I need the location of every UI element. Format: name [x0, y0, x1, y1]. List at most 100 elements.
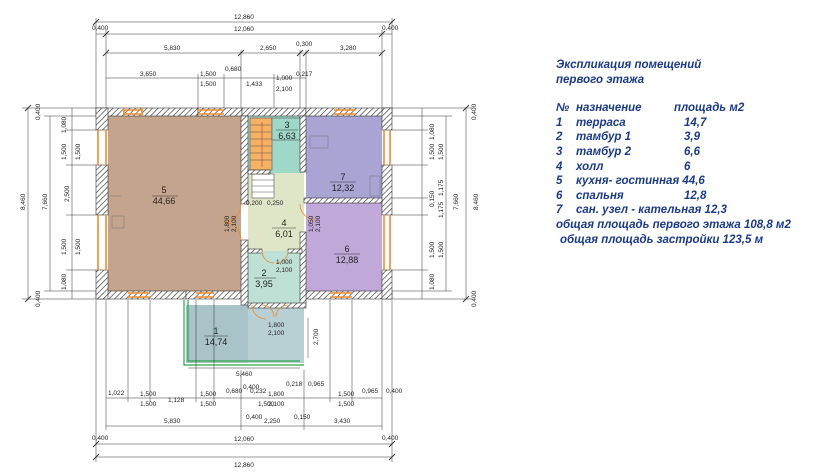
row-num: 1 [556, 116, 563, 129]
explication-title-2: первого этажа [556, 73, 645, 86]
total-floor-area: общая площадь первого этажа 108,8 м2 [556, 218, 821, 233]
dim-bot-r2-1: 1,500 [140, 391, 157, 398]
room-1-fill [186, 305, 248, 363]
dim-top-r1-2: 0,300 [296, 41, 313, 48]
dim-left-b0: 1,500 [75, 143, 82, 160]
row-name: кухня- гостинная 44,6 [576, 175, 705, 188]
explication-row: 1 терраса 14,7 [556, 116, 821, 131]
explication-row: 6 спальня 12,8 [556, 189, 821, 204]
svg-text:3: 3 [284, 120, 289, 130]
room-label-7: 7 12,32 [330, 172, 356, 193]
dim-bot-outer-right: 0,400 [382, 435, 399, 442]
dim-top-r2-1: 1,500 [200, 71, 217, 78]
dim-bot-r2-0: 1,022 [108, 390, 125, 397]
dim-bot-r0-0: 0,400 [246, 414, 263, 421]
dim-left-s4: 1,500 [61, 238, 68, 255]
svg-text:5: 5 [161, 185, 166, 195]
dim-door-left-w: 1,800 [224, 215, 231, 232]
row-num: 5 [556, 175, 563, 188]
svg-text:6: 6 [344, 244, 349, 254]
row-num: 2 [556, 131, 563, 144]
dim-bot-r2sub-4: 1,500 [338, 401, 355, 408]
dim-right-s4: 1,500 [429, 241, 436, 258]
dim-right-s5: 1,080 [429, 273, 436, 290]
room-5-fill [108, 116, 241, 291]
row-name: холл [576, 160, 604, 173]
dim-bot-r2-2: 1,128 [168, 397, 185, 404]
dim-door-left-h: 2,100 [231, 215, 238, 232]
dim-bot-r2-6: 1,800 [268, 391, 285, 398]
dim-top-overall: 12,860 [234, 14, 254, 21]
row-area: 6 [684, 160, 691, 173]
dim-door-t2-h: 2,100 [268, 330, 285, 337]
explication-row: 5 кухня- гостинная 44,6 [556, 174, 821, 189]
dim-left-s2: 1,500 [61, 143, 68, 160]
dim-door-hall-h: 2,100 [276, 267, 293, 274]
dim-right-b3: 1,500 [438, 241, 445, 258]
svg-text:12,32: 12,32 [332, 183, 355, 193]
dim-top-r2-5: 0,217 [296, 71, 313, 78]
dimension-ticks [24, 18, 470, 461]
dim-door-hall-w: 1,000 [276, 259, 293, 266]
explication-title-1: Экспликация помещений [556, 59, 702, 71]
dim-bot-porch-0: 5,460 [236, 371, 253, 378]
dim-bot-r2-4: 0,680 [226, 388, 243, 395]
room-label-6: 6 12,88 [334, 244, 360, 265]
dim-right-s2: 1,500 [429, 143, 436, 160]
svg-text:6,01: 6,01 [275, 229, 293, 239]
dim-left-b1: 1,500 [75, 238, 82, 255]
dim-bot-r1-2: 3,430 [334, 418, 351, 425]
room-label-5: 5 44,66 [152, 185, 178, 206]
dim-left-inner: 7,660 [42, 193, 49, 210]
row-area: 3,9 [684, 131, 700, 144]
dim-stair-w: 0,200 [246, 200, 263, 207]
dim-bot-r2-10: 0,965 [362, 388, 379, 395]
dimension-lines [22, 18, 472, 462]
row-area: 6,6 [684, 145, 700, 158]
dim-top-outer-right: 0,400 [382, 25, 399, 32]
dim-bot-r1-1: 2,250 [264, 418, 281, 425]
dim-right-s1: 1,080 [429, 123, 436, 140]
dim-bot-r1-0: 5,830 [164, 418, 181, 425]
dim-left-s0: 0,400 [35, 103, 42, 120]
svg-text:1: 1 [213, 326, 218, 336]
explication-row: 3 тамбур 2 6,6 [556, 145, 821, 160]
room-label-4: 4 6,01 [272, 218, 296, 239]
svg-text:44,66: 44,66 [153, 196, 176, 206]
explication-row: 7 сан. узел - кательная 12,3 [556, 203, 821, 218]
svg-text:4: 4 [281, 218, 286, 228]
row-num: 6 [556, 189, 563, 202]
room-label-2: 2 3,95 [254, 268, 276, 289]
door-swings [222, 203, 317, 320]
dim-bot-outer-left: 0,400 [92, 435, 109, 442]
dim-top-r2sub-1: 2,100 [276, 86, 293, 93]
dim-top-r1-0: 5,830 [164, 45, 181, 52]
dim-bot-r2-3: 1,500 [200, 391, 217, 398]
dim-right-b1: 1,175 [438, 179, 445, 196]
dim-bot-r2sub-1: 1,500 [200, 401, 217, 408]
svg-text:6,63: 6,63 [278, 131, 296, 141]
dim-right-s3: 0,150 [429, 190, 436, 207]
explication-header: № назначение площадь м2 [556, 101, 821, 116]
total-build-text: общая площадь застройки 123,5 м [560, 233, 764, 246]
dim-top-r2sub-0: 1,500 [200, 81, 217, 88]
dim-top-r2-0: 3,650 [140, 71, 157, 78]
dim-bot-r2-8: 0,965 [308, 381, 325, 388]
dim-stair-h: 0,250 [267, 200, 284, 207]
dim-bot-overall: 12,860 [234, 462, 254, 469]
dim-top-r1-1: 2,650 [260, 45, 277, 52]
walls [95, 107, 393, 309]
svg-text:14,74: 14,74 [205, 337, 228, 347]
svg-text:12,88: 12,88 [336, 255, 359, 265]
dim-bot-porch-1: 0,400 [243, 384, 260, 391]
explication-row: 4 холл 6 [556, 160, 821, 175]
header-num: № [556, 102, 570, 115]
row-num: 3 [556, 145, 563, 158]
dim-bot-inner: 12,060 [234, 436, 254, 443]
row-num: 7 [556, 204, 563, 217]
dim-left-overall: 8,460 [20, 193, 27, 210]
row-area: 12,8 [684, 189, 707, 202]
dim-top-inner: 12,060 [234, 26, 254, 33]
svg-text:2: 2 [261, 268, 266, 278]
